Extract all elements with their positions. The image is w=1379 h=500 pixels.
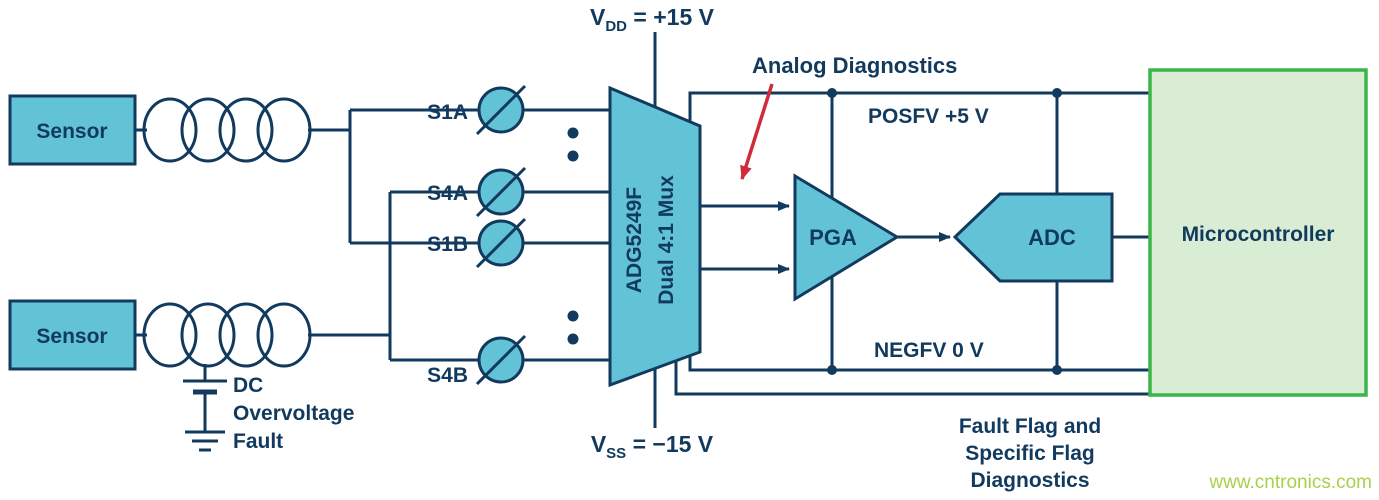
dc-fault-label-line2: Overvoltage [233,402,354,425]
pga-label: PGA [809,225,857,250]
twisted-pair-top [135,97,350,163]
vss-label: VSS = −15 V [591,431,714,462]
twisted-pair-bottom [135,302,390,368]
wiring [135,32,1150,452]
junction-dots [827,88,1062,375]
fault-flag-label-line3: Diagnostics [970,469,1089,492]
fault-flag-label-line1: Fault Flag and [959,415,1101,438]
watermark: www.cntronics.com [1208,472,1372,493]
fault-flag-wire [674,361,1150,396]
negfv-rail [688,356,1150,372]
switch-s4b-label: S4B [427,364,468,387]
posfv-label: POSFV +5 V [868,105,989,128]
vdd-label: VDD = +15 V [590,4,715,35]
mux-descr-label: Dual 4:1 Mux [655,175,678,305]
mux-block [608,85,702,388]
adc-label: ADC [1028,225,1076,250]
adc-block [952,192,1114,283]
analog-diagnostics-arrow [740,83,774,180]
sensor-top-block [8,94,137,166]
sensor-bottom-block [8,299,137,371]
channel-ellipsis-b [567,310,579,345]
dc-fault-label-line3: Fault [233,430,283,453]
dc-overvoltage-source [183,364,227,452]
sensor-top-label: Sensor [36,120,107,143]
switch-s1a-label: S1A [427,101,468,124]
pga-block [793,173,900,302]
mux-part-label: ADG5249F [623,187,646,293]
switch-s4a-label: S4A [427,182,468,205]
switch-s1a-symbol [475,84,527,136]
switch-s4a-symbol [475,166,527,218]
switch-s1b-symbol [475,217,527,269]
switch-s4b-symbol [475,334,527,386]
dc-fault-label-line1: DC [233,374,263,397]
microcontroller-block [1148,68,1368,397]
analog-diagnostics-label: Analog Diagnostics [752,53,957,78]
posfv-rail [688,91,1150,122]
negfv-label: NEGFV 0 V [874,339,984,362]
channel-ellipsis-a [567,127,579,162]
microcontroller-label: Microcontroller [1182,223,1335,246]
switch-s1b-label: S1B [427,233,468,256]
sensor-bottom-label: Sensor [36,325,107,348]
fault-flag-label-line2: Specific Flag [965,442,1095,465]
